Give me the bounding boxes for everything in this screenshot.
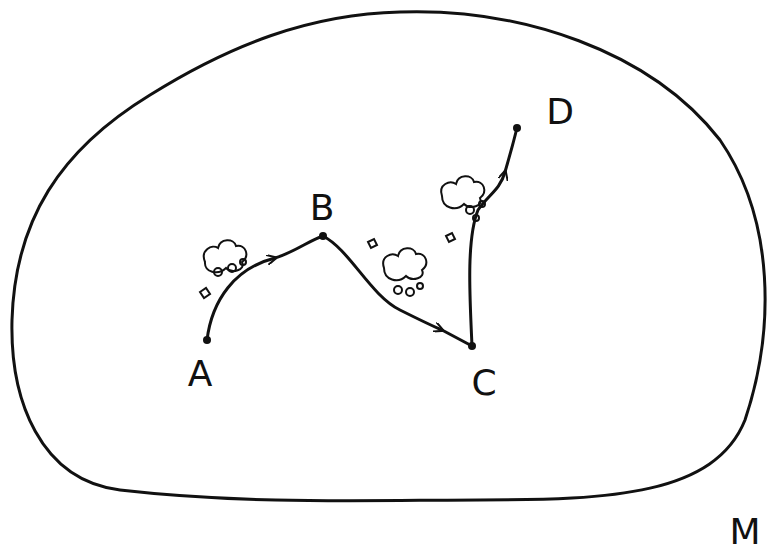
- car-doodle: [441, 176, 485, 242]
- car-doodle: [368, 239, 426, 296]
- path-segment: [207, 258, 275, 340]
- path-segment: [442, 330, 472, 346]
- point-dot: [319, 232, 327, 240]
- point-label: B: [310, 190, 335, 226]
- point-dot: [513, 124, 521, 132]
- point-label: A: [188, 356, 213, 392]
- path-segment: [323, 236, 442, 330]
- path-segment: [470, 172, 505, 346]
- path-segment: [275, 236, 323, 258]
- point-label: C: [471, 365, 496, 401]
- car-doodle: [200, 240, 246, 298]
- point-dot: [468, 342, 476, 350]
- region-label: M: [729, 514, 760, 550]
- point-dot: [203, 336, 211, 344]
- path-segment: [505, 128, 517, 172]
- point-label: D: [546, 94, 574, 130]
- region-outline: [12, 12, 765, 501]
